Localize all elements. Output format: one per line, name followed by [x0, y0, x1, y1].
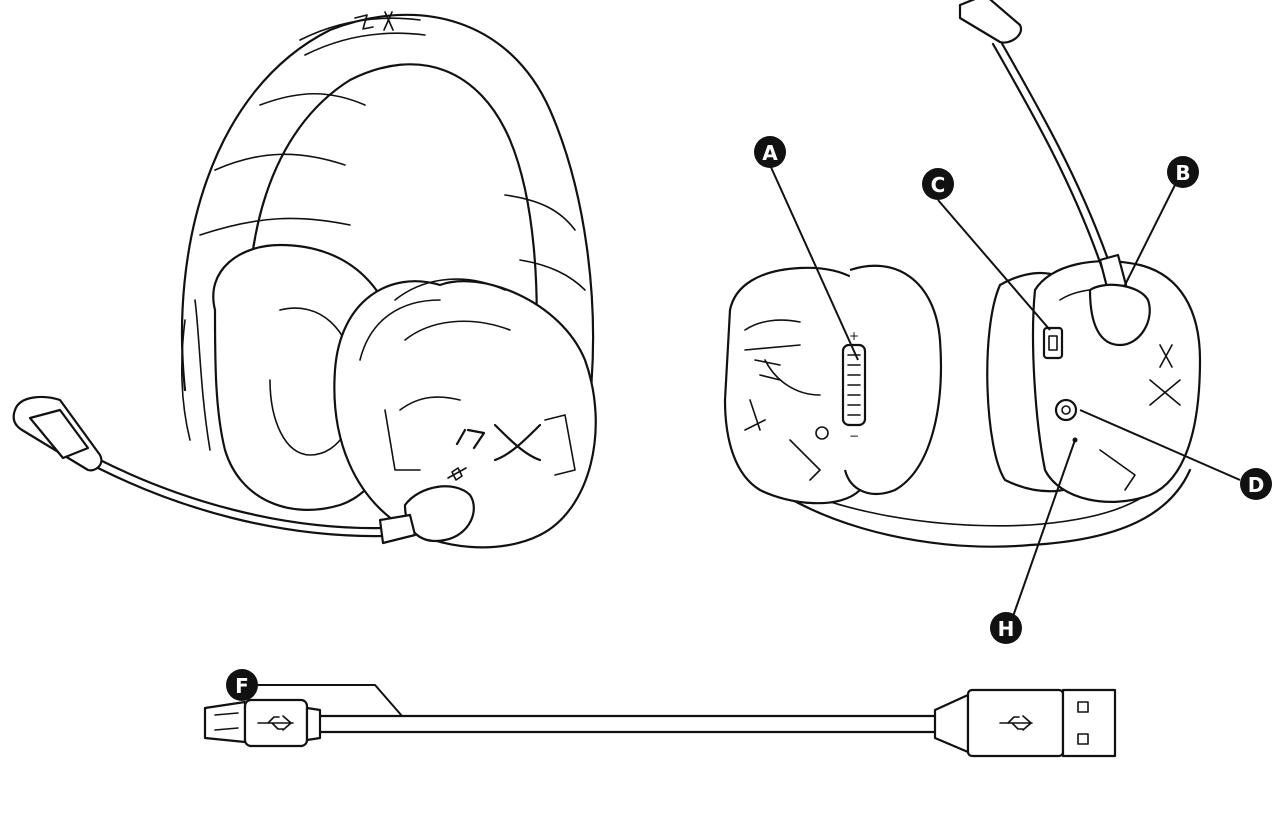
headband-inner	[247, 63, 538, 372]
svg-text:D: D	[1248, 473, 1265, 497]
svg-text:H: H	[998, 617, 1015, 641]
svg-text:+: +	[849, 329, 859, 343]
power-button	[1054, 398, 1078, 422]
svg-text:B: B	[1175, 161, 1190, 185]
usb-cable	[203, 688, 1117, 758]
headband-outer	[180, 13, 595, 402]
usb-icon	[257, 715, 294, 731]
hyperx-logo	[354, 11, 394, 31]
callout-F: F	[226, 669, 258, 701]
headset-front-view	[12, 11, 597, 549]
right-ear-cup	[333, 280, 597, 549]
mic-boom-rear	[998, 38, 1112, 267]
svg-text:−: −	[849, 429, 859, 443]
volume-wheel-icon: + −	[841, 329, 867, 443]
callout-A: A	[754, 136, 786, 168]
svg-text:A: A	[762, 141, 778, 165]
svg-text:F: F	[235, 674, 249, 698]
usb-a-plug	[1061, 688, 1117, 758]
callout-D: D	[1240, 468, 1272, 500]
leader-lines	[258, 164, 1241, 717]
usb-icon	[999, 715, 1033, 731]
power-icon	[815, 426, 829, 440]
callout-B: B	[1167, 156, 1199, 188]
mic-mute-icon	[447, 467, 467, 481]
mic-boom	[98, 458, 387, 530]
mic-tip-rear	[958, 0, 1023, 44]
callout-H: H	[990, 612, 1022, 644]
hyperx-logo	[1149, 344, 1181, 406]
left-ear-cushion-rear	[843, 264, 943, 495]
micro-usb-plug	[203, 700, 247, 744]
svg-text:C: C	[931, 173, 946, 197]
hyperx-logo	[744, 359, 781, 431]
hyperx-logo	[455, 423, 542, 462]
callout-C: C	[922, 168, 954, 200]
usb-icon	[1042, 326, 1064, 360]
headset-rear-view: + −	[723, 0, 1202, 548]
